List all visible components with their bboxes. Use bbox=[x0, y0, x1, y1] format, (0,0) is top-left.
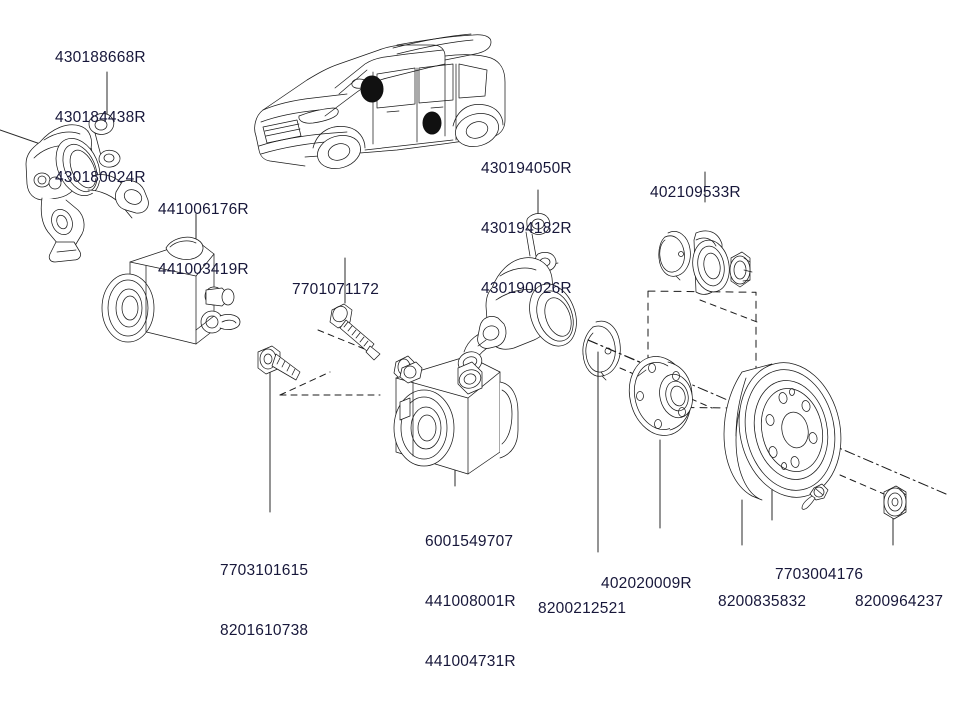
bearing-kit-label: 402109533R bbox=[650, 143, 741, 243]
part-number: 402109533R bbox=[650, 184, 741, 201]
drum-screw-label: 7703004176 bbox=[775, 525, 863, 625]
part-wheel-hub bbox=[621, 350, 699, 442]
part-number: 441008001R bbox=[425, 593, 516, 610]
assembly-axis bbox=[280, 300, 946, 494]
brake-drum-label: 8200835832 bbox=[718, 552, 806, 652]
part-hub-retaining-nut bbox=[884, 486, 906, 519]
part-brake-drum bbox=[724, 353, 853, 507]
part-caliper-guide-bolt bbox=[258, 346, 424, 380]
part-number: 430194182R bbox=[481, 220, 572, 237]
wheel-hub-label: 402020009R bbox=[601, 534, 692, 634]
part-bleed-screw bbox=[330, 304, 380, 360]
part-number: 8200835832 bbox=[718, 593, 807, 610]
part-number: 430194050R bbox=[481, 160, 572, 177]
part-caliper-piston-housing bbox=[394, 356, 518, 474]
wheel-cylinder-label: 441006176R 441003419R bbox=[158, 160, 249, 320]
part-number: 7701071172 bbox=[292, 281, 380, 298]
bleed-screw-label: 7701071172 bbox=[292, 240, 379, 340]
part-number: 8200964237 bbox=[855, 593, 944, 610]
front-knuckle-label: 430188668R 430184438R 430180024R bbox=[55, 8, 146, 228]
caliper-piston-label: 6001549707 441008001R 441004731R bbox=[425, 492, 516, 712]
part-front-steering-knuckle bbox=[26, 114, 148, 263]
part-number: 7703004176 bbox=[775, 566, 864, 583]
part-number: 6001549707 bbox=[425, 533, 514, 550]
part-number: 441006176R bbox=[158, 201, 249, 218]
parts-diagram-sheet: 430188668R 430184438R 430180024R 4410061… bbox=[0, 0, 960, 670]
part-number: 430190026R bbox=[481, 280, 572, 297]
part-rear-axle-knuckle bbox=[455, 214, 584, 395]
part-bearing-snap-ring bbox=[583, 321, 620, 380]
diagram-artwork bbox=[0, 0, 960, 584]
part-brake-wheel-cylinder bbox=[102, 237, 240, 344]
guide-bolt-label: 7703101615 8201610738 bbox=[220, 521, 308, 681]
part-number: 8201610738 bbox=[220, 622, 309, 639]
vehicle-illustration bbox=[255, 34, 505, 174]
part-wheel-bearing-kit bbox=[648, 231, 756, 422]
part-number: 430180024R bbox=[55, 169, 146, 186]
part-brake-drum-screw bbox=[802, 484, 828, 509]
part-number: 402020009R bbox=[601, 575, 692, 592]
part-number: 430188668R bbox=[55, 49, 146, 66]
part-number: 430184438R bbox=[55, 109, 146, 126]
rear-knuckle-label: 430194050R 430194182R 430190026R bbox=[481, 119, 572, 339]
part-number: 441004731R bbox=[425, 653, 516, 670]
part-number: 441003419R bbox=[158, 261, 249, 278]
part-number: 7703101615 bbox=[220, 562, 309, 579]
hub-nut-label: 8200964237 bbox=[855, 552, 943, 652]
